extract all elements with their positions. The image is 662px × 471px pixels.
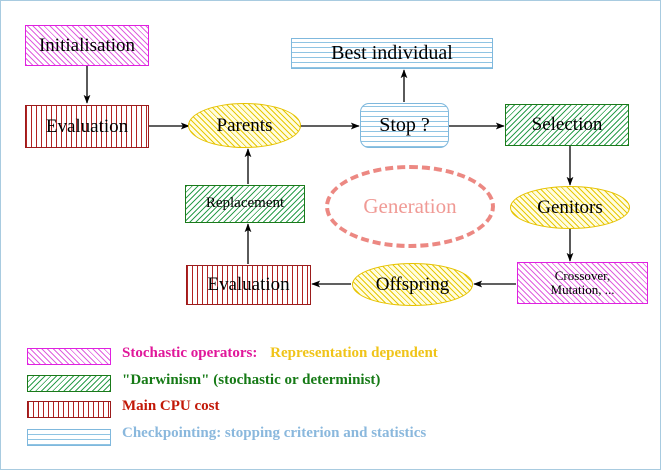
node-evaluation-bottom-label: Evaluation — [207, 274, 290, 296]
legend-label-cpu-cost: Main CPU cost — [122, 398, 220, 414]
node-crossover-mutation[interactable]: Crossover, Mutation, ... — [517, 262, 648, 304]
node-evaluation-top[interactable]: Evaluation — [25, 105, 149, 148]
legend-label-checkpointing: Checkpointing: stopping criterion and st… — [122, 425, 427, 441]
node-offspring[interactable]: Offspring — [352, 263, 473, 306]
node-initialisation-label: Initialisation — [38, 34, 136, 56]
legend-swatch-red-vertical-hatch — [27, 401, 111, 418]
node-best-individual-label: Best individual — [331, 42, 453, 64]
legend-label-darwinism: "Darwinism" (stochastic or determinist) — [122, 372, 381, 388]
node-evaluation-top-label: Evaluation — [45, 115, 129, 137]
node-genitors[interactable]: Genitors — [510, 186, 630, 229]
legend-swatch-blue-horizontal-hatch — [27, 429, 111, 446]
node-offspring-label: Offspring — [375, 273, 450, 295]
legend: Stochastic operators: Representation dep… — [0, 340, 662, 448]
node-evaluation-bottom[interactable]: Evaluation — [186, 265, 311, 305]
legend-label-stochastic: Stochastic operators: Representation dep… — [122, 345, 438, 362]
node-stop-label: Stop ? — [379, 114, 430, 136]
legend-label-stochastic-secondary: Representation dependent — [270, 345, 438, 361]
legend-row-checkpointing: Checkpointing: stopping criterion and st… — [0, 421, 662, 448]
node-stop[interactable]: Stop ? — [360, 103, 449, 148]
node-genitors-label: Genitors — [537, 196, 603, 218]
node-crossover-label: Crossover, — [554, 268, 611, 284]
node-selection-label: Selection — [531, 114, 603, 136]
node-replacement-label: Replacement — [205, 195, 285, 212]
legend-row-darwinism: "Darwinism" (stochastic or determinist) — [0, 367, 662, 394]
node-initialisation[interactable]: Initialisation — [25, 25, 149, 66]
node-parents-label: Parents — [216, 114, 273, 136]
node-generation-label: Generation — [363, 194, 457, 219]
node-selection[interactable]: Selection — [505, 104, 629, 146]
node-best-individual[interactable]: Best individual — [291, 38, 493, 69]
node-parents[interactable]: Parents — [188, 103, 301, 148]
legend-swatch-green-diagonal-hatch — [27, 375, 111, 392]
legend-row-cpu-cost: Main CPU cost — [0, 394, 662, 421]
node-mutation-label: Mutation, ... — [550, 282, 615, 297]
legend-label-stochastic-primary: Stochastic operators: — [122, 345, 258, 361]
node-generation: Generation — [325, 165, 495, 248]
legend-row-stochastic: Stochastic operators: Representation dep… — [0, 340, 662, 367]
node-replacement[interactable]: Replacement — [185, 185, 305, 223]
legend-swatch-magenta-diagonal-hatch — [27, 348, 111, 365]
